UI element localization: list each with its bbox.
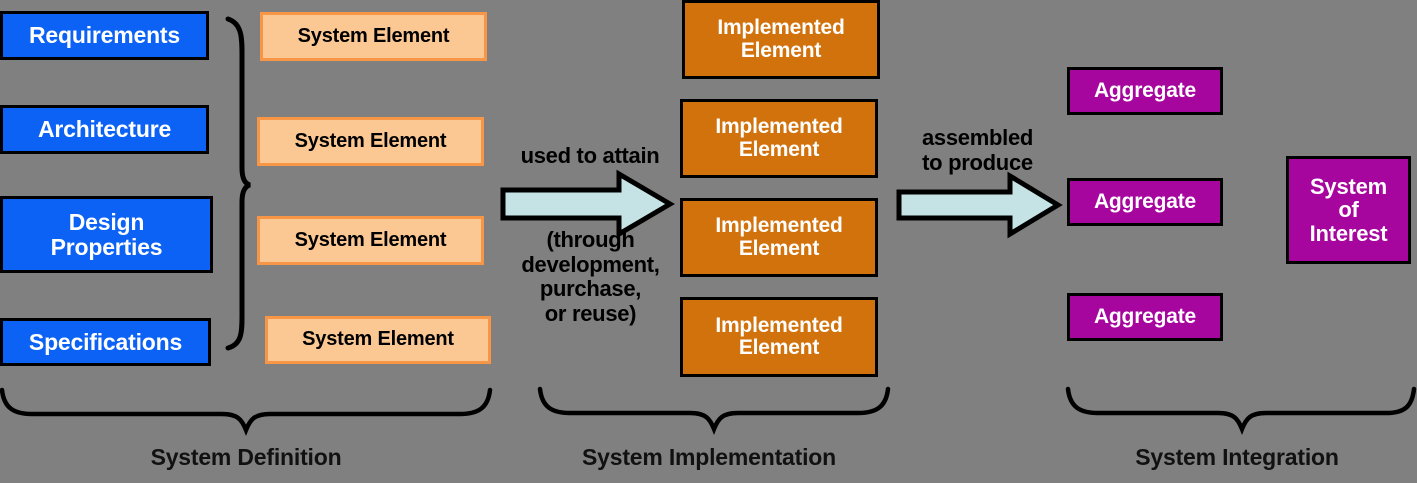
- implemented-element-box-3[interactable]: Implemented Element: [680, 198, 878, 277]
- implemented-element-label: Implemented Element: [717, 16, 845, 62]
- implemented-element-label: Implemented Element: [715, 214, 843, 260]
- system-definition-brace: [0, 387, 493, 437]
- system-integration-brace: [1065, 386, 1417, 436]
- definition-column-brace: [225, 16, 251, 351]
- definition-box-architecture[interactable]: Architecture: [0, 105, 209, 154]
- aggregate-label: Aggregate: [1093, 189, 1197, 213]
- system-element-box-4[interactable]: System Element: [265, 316, 491, 364]
- definition-box-label: Design Properties: [50, 208, 163, 260]
- definition-box-label: Requirements: [29, 22, 180, 49]
- definition-box-label: Specifications: [28, 328, 183, 355]
- system-element-label: System Element: [294, 129, 447, 152]
- system-element-label: System Element: [302, 328, 454, 351]
- system-of-interest-box[interactable]: System of Interest: [1286, 156, 1411, 264]
- aggregate-label: Aggregate: [1093, 304, 1197, 328]
- aggregate-box-2[interactable]: Aggregate: [1067, 178, 1223, 226]
- system-element-box-1[interactable]: System Element: [260, 12, 487, 61]
- aggregate-box-1[interactable]: Aggregate: [1067, 67, 1223, 115]
- definition-box-requirements[interactable]: Requirements: [0, 11, 209, 60]
- aggregate-box-3[interactable]: Aggregate: [1067, 293, 1223, 341]
- aggregate-label: Aggregate: [1093, 78, 1197, 102]
- implemented-element-box-2[interactable]: Implemented Element: [680, 99, 878, 178]
- definition-box-label: Architecture: [37, 116, 172, 143]
- stage-label-system-definition: System Definition: [150, 444, 342, 470]
- definition-box-specifications[interactable]: Specifications: [0, 318, 211, 366]
- system-implementation-brace: [537, 386, 891, 436]
- implemented-element-label: Implemented Element: [715, 115, 843, 161]
- stage-label-system-integration: System Integration: [1135, 444, 1339, 470]
- definition-box-design-properties[interactable]: Design Properties: [0, 196, 213, 273]
- system-element-box-2[interactable]: System Element: [257, 117, 484, 166]
- system-element-label: System Element: [294, 228, 447, 251]
- assembled-to-produce-label: assembled to produce: [921, 125, 1034, 175]
- used-to-attain-label: used to attain: [520, 143, 660, 168]
- implemented-element-label: Implemented Element: [715, 313, 843, 359]
- system-element-label: System Element: [297, 24, 450, 47]
- through-development-purchase-reuse-label: (through development, purchase, or reuse…: [521, 227, 660, 326]
- implemented-element-box-1[interactable]: Implemented Element: [682, 0, 880, 79]
- stage-label-system-implementation: System Implementation: [582, 444, 836, 470]
- used-to-attain-arrow-icon: [500, 169, 675, 239]
- system-of-interest-label: System of Interest: [1309, 173, 1388, 246]
- system-element-box-3[interactable]: System Element: [257, 216, 484, 265]
- implemented-element-box-4[interactable]: Implemented Element: [680, 297, 878, 377]
- assembled-to-produce-arrow-icon: [896, 171, 1063, 239]
